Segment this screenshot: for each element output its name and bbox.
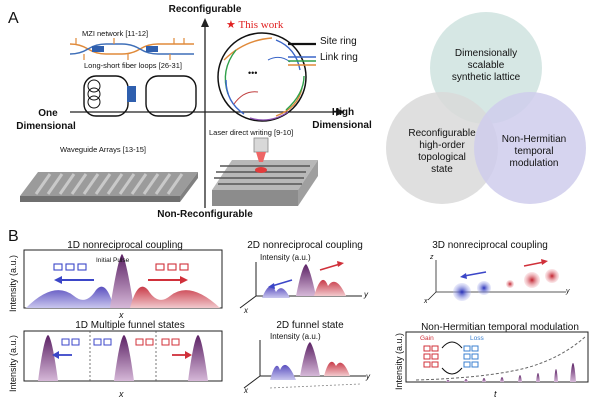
this-work-text: This work: [238, 19, 284, 31]
panel-b2-xlabel: x: [244, 306, 248, 315]
panel-b3-zlabel: z: [430, 254, 434, 261]
panel-b1-ylabel: Intensity (a.u.): [8, 254, 18, 312]
panel-b3-title: 3D nonreciprocal coupling: [432, 240, 548, 251]
waveguide-arrays-label: Waveguide Arrays [13-15]: [60, 145, 147, 154]
gain-label: Gain: [420, 335, 434, 342]
ring-dots: •••: [248, 68, 258, 78]
panel-b1-xlabel: x: [119, 310, 124, 320]
panel-b2-ylabel: y: [364, 290, 368, 299]
panel-b-letter: B: [8, 228, 19, 245]
panel-b6-xlabel: t: [494, 389, 497, 399]
panel-b5-title: 2D funnel state: [276, 320, 344, 331]
fiber-loops-label: Long-short fiber loops [26-31]: [84, 61, 182, 70]
axis-label-right-1: High: [331, 107, 355, 118]
panel-b4-title: 1D Multiple funnel states: [75, 320, 185, 331]
panel-b3-xlabel: x: [424, 298, 428, 305]
panel-b1-title: 1D nonreciprocal coupling: [67, 240, 183, 251]
venn-top-line-3: synthetic lattice: [451, 72, 521, 83]
site-ring-legend-line: [288, 42, 316, 46]
panel-b4-ylabel: Intensity (a.u.): [8, 334, 18, 392]
venn-top-line-2: scalable: [467, 60, 505, 71]
panel-b6-plot: [405, 331, 589, 383]
mzi-network-illustration: [69, 38, 194, 60]
venn-label-top: Dimensionally scalable synthetic lattice: [436, 48, 536, 84]
venn-top-line-1: Dimensionally: [454, 48, 518, 59]
panel-b2-title: 2D nonreciprocal coupling: [247, 240, 363, 251]
venn-right-line-2: temporal: [514, 146, 554, 157]
laser-writing-illustration: [212, 137, 318, 206]
panel-b3-plot: [427, 259, 566, 301]
panel-b2-plot: [239, 261, 362, 309]
panel-b6-ylabel: Intensity (a.u.): [394, 332, 404, 390]
venn-label-left: Reconfigurable high-order topological st…: [392, 128, 492, 176]
laser-writing-label: Laser direct writing [9-10]: [209, 128, 294, 137]
venn-left-line-2: high-order: [419, 140, 465, 151]
venn-label-right: Non-Hermitian temporal modulation: [484, 134, 584, 170]
star-icon: ★: [226, 19, 236, 31]
venn-left-line-1: Reconfigurable: [408, 128, 476, 139]
axis-label-left-2: Dimensional: [16, 121, 76, 132]
loss-label: Loss: [470, 335, 484, 342]
waveguide-arrays-illustration: [20, 172, 198, 202]
panel-b1-plot: [23, 249, 223, 309]
axis-label-top: Reconfigurable: [168, 4, 242, 15]
initial-pulse-label: Initial Pulse: [96, 257, 130, 264]
panel-b4-plot: [23, 330, 223, 382]
ring-lattice-illustration: [217, 32, 307, 122]
venn-diagram: [386, 12, 586, 204]
panel-b6-title: Non-Hermitian temporal modulation: [421, 322, 579, 333]
panel-b5-ylabel: y: [366, 372, 370, 381]
axis-label-right-2: Dimensional: [312, 120, 372, 131]
axis-label-bottom: Non-Reconfigurable: [157, 209, 253, 220]
panel-b5-zlabel: Intensity (a.u.): [270, 332, 321, 341]
panel-a-letter: A: [8, 10, 19, 27]
panel-b2-zlabel: Intensity (a.u.): [260, 253, 311, 262]
panel-b4-xlabel: x: [119, 389, 124, 399]
venn-left-line-3: topological: [418, 152, 466, 163]
this-work-label: ★ This work: [226, 18, 283, 31]
venn-right-line-1: Non-Hermitian: [501, 134, 567, 145]
panel-b5-xlabel: x: [244, 386, 248, 395]
panel-b3-ylabel: y: [566, 288, 570, 295]
axis-label-left-1: One: [38, 108, 58, 119]
mzi-network-label: MZI network [11-12]: [82, 29, 149, 38]
venn-right-line-3: modulation: [509, 158, 559, 169]
site-ring-label: Site ring: [320, 36, 357, 47]
link-ring-legend-lines: [288, 56, 316, 66]
panel-b5-plot: [243, 340, 366, 389]
link-ring-label: Link ring: [320, 52, 358, 63]
venn-left-line-4: state: [431, 164, 453, 175]
fiber-loops-illustration: [83, 75, 197, 117]
